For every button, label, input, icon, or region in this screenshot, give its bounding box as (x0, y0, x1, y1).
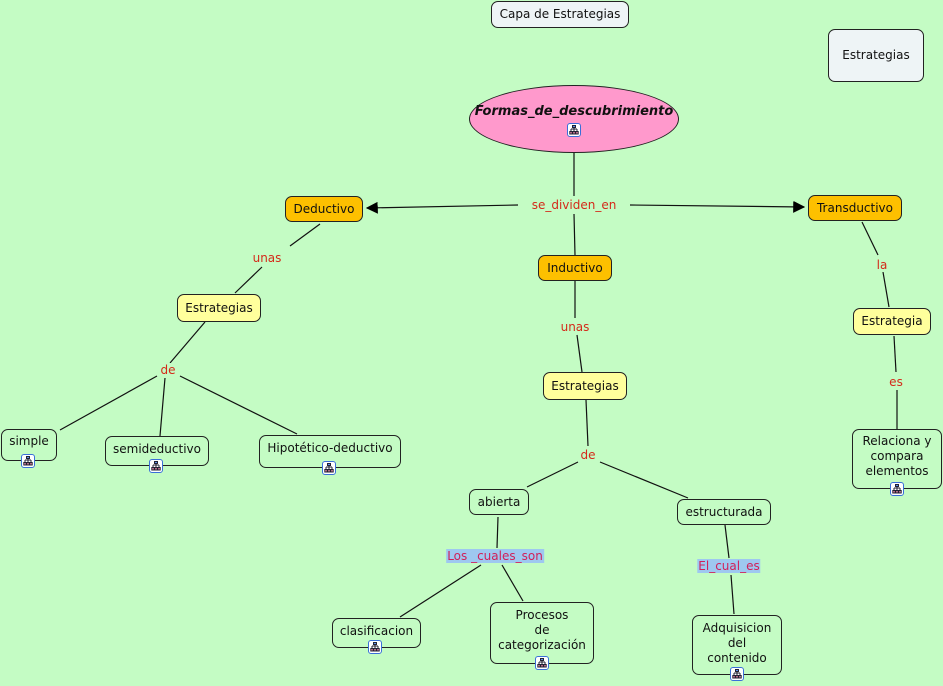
link-label-unas-inductivo: unas (558, 320, 592, 334)
concept-procesos-categorizacion[interactable]: Procesos de categorización (490, 602, 594, 664)
link-label-de-inductivo: de (578, 448, 598, 462)
submap-icon[interactable] (567, 122, 581, 137)
concept-simple[interactable]: simple (1, 429, 57, 461)
concept-estrategias-inductivo[interactable]: Estrategias (543, 372, 627, 400)
link-to-transductivo (629, 200, 806, 213)
layer-title: Capa de Estrategias (499, 7, 621, 21)
root-concept[interactable]: Formas_de_descubrimiento (469, 85, 679, 153)
link-label-se-dividen-en: se_dividen_en (529, 198, 619, 212)
link-label-unas-deductivo: unas (250, 251, 284, 265)
concept-inductivo[interactable]: Inductivo (538, 255, 612, 281)
layer-title-box: Capa de Estrategias (491, 1, 629, 28)
submap-icon[interactable] (368, 640, 382, 654)
concept-relaciona-compara[interactable]: Relaciona y compara elementos (852, 429, 942, 489)
root-concept-label: Formas_de_descubrimiento (474, 103, 674, 119)
submap-icon[interactable] (890, 482, 904, 496)
link-label-los-cuales-son: Los _cuales_son (446, 549, 544, 563)
link-label-el-cual-es: El_cual_es (697, 559, 761, 573)
submap-icon[interactable] (21, 454, 35, 468)
concept-abierta[interactable]: abierta (469, 489, 529, 515)
link-to-deductivo (365, 201, 519, 214)
submap-icon[interactable] (730, 667, 744, 681)
concept-transductivo[interactable]: Transductivo (808, 195, 902, 221)
concept-estrategias-deductivo[interactable]: Estrategias (177, 294, 261, 322)
submap-icon[interactable] (322, 461, 336, 475)
concept-deductivo[interactable]: Deductivo (285, 196, 363, 222)
concept-estructurada[interactable]: estructurada (677, 499, 771, 525)
submap-icon[interactable] (149, 459, 163, 473)
concept-estrategia-transductivo[interactable]: Estrategia (853, 308, 931, 335)
link-label-la: la (874, 258, 890, 272)
link-to-inductivo (573, 213, 576, 256)
submap-icon[interactable] (535, 656, 549, 670)
corner-info-label: Estrategias (842, 48, 910, 62)
link-label-es: es (887, 375, 905, 389)
link-label-de-deductivo: de (158, 363, 178, 377)
concept-adquisicion-contenido[interactable]: Adquisicion del contenido (692, 615, 782, 675)
corner-info-box: Estrategias (828, 29, 924, 82)
